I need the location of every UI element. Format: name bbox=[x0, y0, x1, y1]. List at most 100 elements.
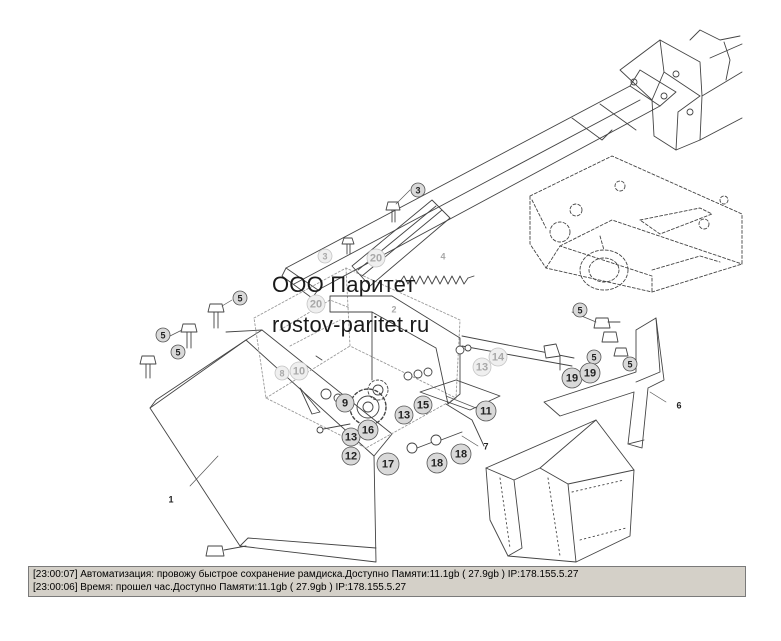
callout-circle bbox=[357, 419, 379, 441]
callout-circle bbox=[232, 290, 248, 306]
side-bracket bbox=[543, 317, 665, 449]
callout-label: 5 bbox=[175, 348, 180, 358]
guard-plate bbox=[149, 329, 393, 563]
callout-circle bbox=[335, 393, 355, 413]
callout-label: 10 bbox=[293, 366, 305, 378]
callout-label: 13 bbox=[476, 362, 488, 374]
callout-circle bbox=[426, 452, 448, 474]
callout-circle bbox=[366, 248, 386, 268]
part-callout-13: 13 bbox=[394, 405, 414, 425]
part-callout-5: 5 bbox=[232, 290, 248, 306]
part-callout-18: 18 bbox=[450, 443, 472, 465]
part-callout-20: 20 bbox=[366, 248, 386, 268]
callout-label: 14 bbox=[492, 352, 505, 364]
part-callout-13: 13 bbox=[341, 427, 361, 447]
part-callout-14: 14 bbox=[488, 347, 508, 367]
callout-circle bbox=[274, 365, 290, 381]
part-callout-5: 5 bbox=[572, 302, 588, 318]
callout-circle bbox=[622, 356, 638, 372]
part-callout-1: 1 bbox=[168, 495, 173, 505]
part-callout-10: 10 bbox=[289, 361, 309, 381]
frame-housing bbox=[529, 155, 743, 293]
callout-circle bbox=[410, 182, 426, 198]
callout-circle bbox=[306, 294, 326, 314]
watermark-site: rostov-paritet.ru bbox=[272, 312, 430, 337]
callout-circle bbox=[317, 248, 333, 264]
callout-label: 4 bbox=[440, 252, 445, 262]
callout-label: 16 bbox=[362, 425, 374, 437]
watermark-company: ООО Паритет bbox=[272, 272, 416, 297]
callout-label: 17 bbox=[382, 459, 394, 471]
callout-circle bbox=[341, 427, 361, 447]
part-callout-4: 4 bbox=[440, 252, 445, 262]
callout-label: 5 bbox=[577, 306, 582, 316]
callout-circle bbox=[341, 446, 361, 466]
callout-circle bbox=[376, 452, 400, 476]
callout-label: 1 bbox=[168, 495, 173, 505]
callout-circle bbox=[170, 344, 186, 360]
callout-label: 8 bbox=[279, 369, 284, 379]
callout-label: 3 bbox=[322, 252, 327, 262]
part-callout-19: 19 bbox=[561, 367, 583, 389]
sprocket bbox=[349, 379, 389, 426]
callout-circle bbox=[488, 347, 508, 367]
callout-circle bbox=[394, 405, 414, 425]
spring bbox=[395, 275, 475, 285]
callout-label: 7 bbox=[483, 442, 488, 452]
callout-label: 9 bbox=[342, 398, 348, 410]
callout-circle bbox=[289, 361, 309, 381]
part-callout-5: 5 bbox=[170, 344, 186, 360]
callout-label: 6 bbox=[676, 401, 681, 411]
callout-label: 12 bbox=[345, 451, 357, 463]
part-callout-9: 9 bbox=[335, 393, 355, 413]
part-callout-8: 8 bbox=[274, 365, 290, 381]
part-callout-11: 11 bbox=[475, 400, 497, 422]
part-callout-20: 20 bbox=[306, 294, 326, 314]
callout-label: 20 bbox=[310, 299, 322, 311]
part-callout-18: 18 bbox=[426, 452, 448, 474]
log-line: [23:00:06] Время: прошел час.Доступно Па… bbox=[33, 582, 407, 593]
callout-circle bbox=[155, 327, 171, 343]
part-callout-15: 15 bbox=[413, 395, 433, 415]
part-callout-3: 3 bbox=[317, 248, 333, 264]
part-callout-2: 2 bbox=[391, 305, 396, 315]
callout-label: 15 bbox=[417, 400, 429, 412]
callout-label: 19 bbox=[584, 368, 596, 380]
part-callout-17: 17 bbox=[376, 452, 400, 476]
gearbox-housing bbox=[485, 419, 635, 563]
part-callout-5: 5 bbox=[155, 327, 171, 343]
callout-circle bbox=[472, 357, 492, 377]
callout-label: 19 bbox=[566, 373, 578, 385]
status-log-panel: [23:00:07] Автоматизация: провожу быстро… bbox=[28, 566, 746, 597]
bolts bbox=[139, 201, 629, 557]
callout-label: 5 bbox=[591, 353, 596, 363]
leader-lines bbox=[169, 189, 667, 487]
part-callout-3: 3 bbox=[410, 182, 426, 198]
callout-label: 18 bbox=[431, 458, 443, 470]
callout-circle bbox=[579, 362, 601, 384]
callout-label: 13 bbox=[345, 432, 357, 444]
callout-circle bbox=[572, 302, 588, 318]
part-callout-16: 16 bbox=[357, 419, 379, 441]
callout-circle bbox=[413, 395, 433, 415]
boom-tube bbox=[281, 69, 677, 299]
part-callout-5: 5 bbox=[622, 356, 638, 372]
part-callout-19: 19 bbox=[579, 362, 601, 384]
part-callout-5: 5 bbox=[586, 349, 602, 365]
callout-label: 2 bbox=[391, 305, 396, 315]
callout-label: 11 bbox=[480, 406, 492, 418]
callout-label: 5 bbox=[237, 294, 242, 304]
callout-label: 20 bbox=[370, 253, 382, 265]
callout-label: 13 bbox=[398, 410, 410, 422]
callout-circle bbox=[450, 443, 472, 465]
log-line: [23:00:07] Автоматизация: провожу быстро… bbox=[33, 569, 579, 580]
part-callout-13: 13 bbox=[472, 357, 492, 377]
callout-label: 5 bbox=[627, 360, 632, 370]
callout-label: 5 bbox=[160, 331, 165, 341]
part-callout-7: 7 bbox=[483, 442, 488, 452]
top-bracket bbox=[619, 29, 743, 151]
callout-circle bbox=[475, 400, 497, 422]
part-callout-6: 6 bbox=[676, 401, 681, 411]
